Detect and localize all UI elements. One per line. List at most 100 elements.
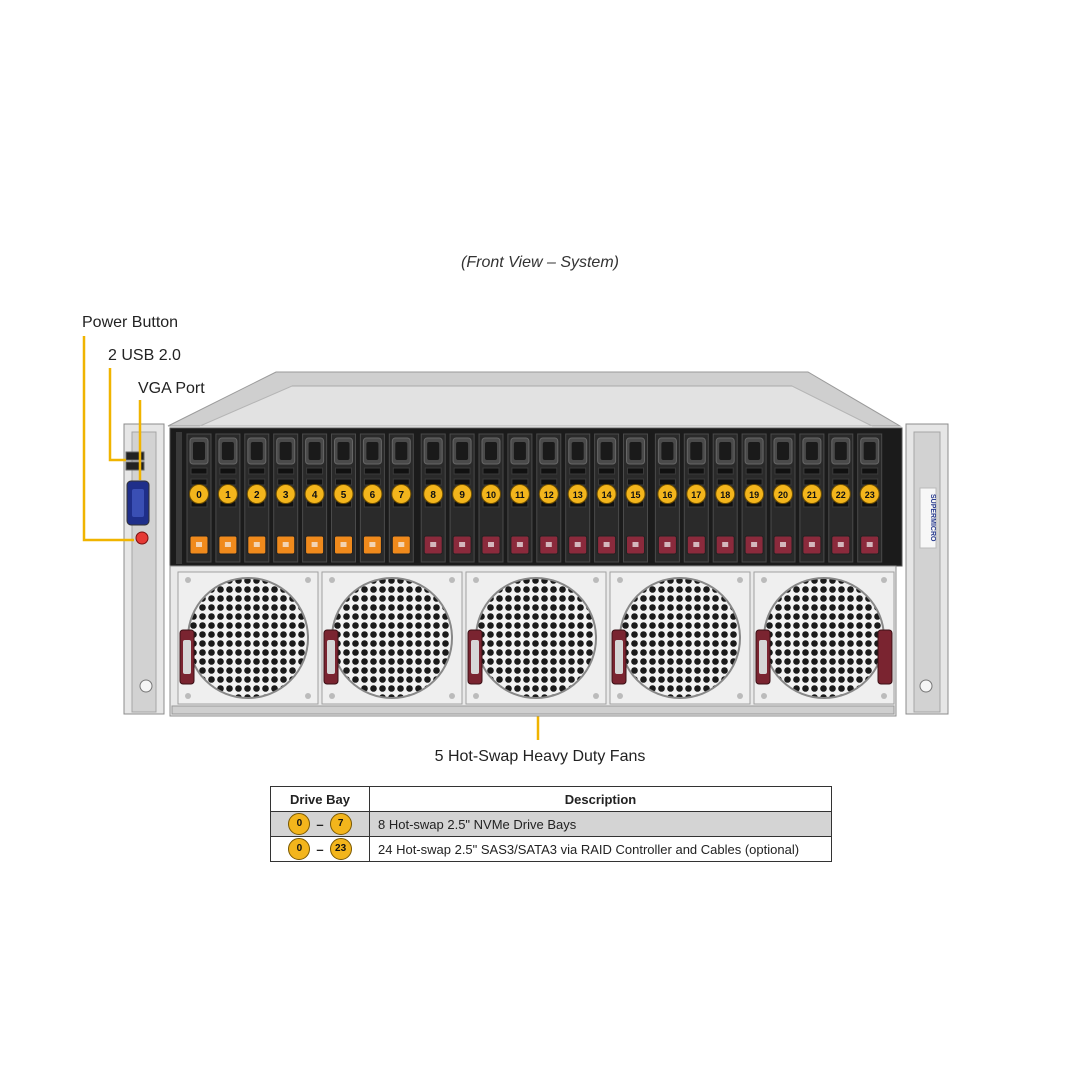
fan-3 bbox=[465, 571, 607, 705]
bay-number-badge bbox=[246, 484, 267, 504]
header-description: Description bbox=[369, 786, 832, 812]
bay-number-label: 3 bbox=[283, 490, 289, 501]
fan-2 bbox=[321, 571, 463, 705]
usb-label: 2 USB 2.0 bbox=[108, 347, 181, 364]
bay-number-badge bbox=[189, 484, 209, 504]
drive-bay-7: 7 bbox=[388, 433, 414, 563]
bay-badge: 7 bbox=[329, 813, 352, 835]
drive-bay-15: 15 bbox=[623, 433, 648, 563]
table-header-row: Drive Bay Description bbox=[270, 786, 832, 812]
bay-number-label: 20 bbox=[778, 490, 788, 500]
bay-number-badge bbox=[481, 484, 501, 504]
bay-number-label: 22 bbox=[836, 490, 846, 500]
fan-handle-right bbox=[877, 629, 893, 685]
drive-bay-12: 12 bbox=[536, 433, 562, 563]
bay-number-label: 2 bbox=[254, 490, 260, 501]
bay-number-label: 19 bbox=[749, 490, 759, 500]
drive-bay-17: 17 bbox=[683, 433, 709, 563]
bay-number-badge bbox=[596, 484, 617, 504]
drive-bay-16: 16 bbox=[654, 433, 680, 563]
drive-bay-table: Drive Bay Description 0–7 8 Hot-swap 2.5… bbox=[270, 786, 832, 862]
left-rack-ear bbox=[123, 423, 165, 715]
bay-number-badge bbox=[333, 484, 354, 504]
drive-bay-14: 14 bbox=[594, 433, 620, 563]
drive-bay-6: 6 bbox=[359, 433, 385, 563]
bay-number-badge bbox=[773, 484, 793, 504]
bay-number-label: 18 bbox=[720, 490, 730, 500]
range-dash: – bbox=[316, 816, 324, 832]
bay-number-badge bbox=[452, 484, 473, 504]
bay-number-badge bbox=[715, 484, 736, 504]
drive-bay-9: 9 bbox=[449, 433, 475, 563]
drive-bay-18: 18 bbox=[712, 433, 738, 563]
bay-number-label: 6 bbox=[370, 490, 376, 501]
bay-number-label: 1 bbox=[225, 490, 231, 501]
power-button-label: Power Button bbox=[82, 314, 179, 331]
bay-number-label: 4 bbox=[312, 490, 318, 501]
bay-number-badge bbox=[362, 484, 383, 504]
bay-number-badge bbox=[686, 484, 707, 504]
range-dash: – bbox=[316, 841, 324, 857]
vga-port bbox=[126, 480, 150, 526]
bay-badge: 0 bbox=[288, 813, 311, 835]
chassis-top-cover-front bbox=[199, 385, 873, 427]
drive-bay-8: 8 bbox=[420, 433, 446, 563]
bay-number-label: 10 bbox=[486, 490, 496, 500]
drive-bay-10: 10 bbox=[478, 433, 504, 563]
bay-number-badge bbox=[657, 484, 678, 504]
drive-bay-1: 1 bbox=[215, 433, 241, 563]
drive-bay-20: 20 bbox=[770, 433, 796, 563]
drive-bay-5: 5 bbox=[331, 433, 356, 563]
bay-number-badge bbox=[304, 484, 325, 504]
bay-badge: 0 bbox=[288, 838, 311, 860]
bay-number-badge bbox=[625, 484, 646, 504]
bay-number-badge bbox=[859, 484, 880, 504]
bay-number-label: 7 bbox=[399, 490, 405, 501]
bay-number-label: 0 bbox=[196, 490, 202, 501]
bay-number-label: 8 bbox=[430, 490, 436, 501]
bay-number-label: 9 bbox=[459, 490, 465, 501]
bay-badge: 23 bbox=[329, 838, 352, 860]
bay-number-label: 12 bbox=[544, 490, 554, 500]
figure-caption: (Front View – System) bbox=[461, 254, 619, 271]
bay-number-badge bbox=[744, 484, 765, 504]
bay-number-badge bbox=[567, 484, 588, 504]
drive-bay-0: 0 bbox=[186, 433, 212, 563]
bay-number-badge bbox=[391, 484, 412, 504]
drive-bay-2: 2 bbox=[244, 433, 270, 563]
bay-number-badge bbox=[423, 484, 444, 504]
drive-bay-13: 13 bbox=[565, 433, 591, 563]
bay-number-label: 15 bbox=[630, 490, 640, 500]
table-row: 0–7 8 Hot-swap 2.5" NVMe Drive Bays bbox=[270, 811, 832, 837]
drive-bay-21: 21 bbox=[799, 433, 825, 563]
bay-description: 24 Hot-swap 2.5" SAS3/SATA3 via RAID Con… bbox=[369, 836, 832, 862]
fan-4 bbox=[609, 571, 751, 705]
right-rack-ear bbox=[905, 423, 949, 715]
bay-number-label: 11 bbox=[515, 490, 525, 500]
bay-number-badge bbox=[801, 484, 822, 504]
bay-number-label: 14 bbox=[602, 490, 612, 500]
drive-bay-11: 11 bbox=[507, 433, 533, 563]
drive-bay-22: 22 bbox=[828, 433, 854, 563]
drive-bay-3: 3 bbox=[273, 433, 299, 563]
fans bbox=[177, 571, 895, 705]
bay-number-badge bbox=[830, 484, 851, 504]
fan-5 bbox=[753, 571, 895, 705]
usb-ports bbox=[125, 451, 145, 471]
fan-1 bbox=[177, 571, 319, 705]
header-drive-bay: Drive Bay bbox=[270, 786, 370, 812]
fans-label: 5 Hot-Swap Heavy Duty Fans bbox=[434, 748, 646, 765]
bay-number-label: 23 bbox=[865, 490, 875, 500]
drive-bay-23: 23 bbox=[857, 433, 883, 563]
bay-description: 8 Hot-swap 2.5" NVMe Drive Bays bbox=[369, 811, 832, 837]
bay-number-badge bbox=[538, 484, 559, 504]
bay-number-label: 17 bbox=[691, 490, 701, 500]
vga-port-label: VGA Port bbox=[138, 380, 205, 397]
bay-number-label: 21 bbox=[807, 490, 817, 500]
bay-number-label: 13 bbox=[573, 490, 583, 500]
power-button bbox=[135, 531, 149, 545]
bay-range: 0–23 bbox=[270, 836, 370, 862]
drive-bay-4: 4 bbox=[302, 433, 328, 563]
